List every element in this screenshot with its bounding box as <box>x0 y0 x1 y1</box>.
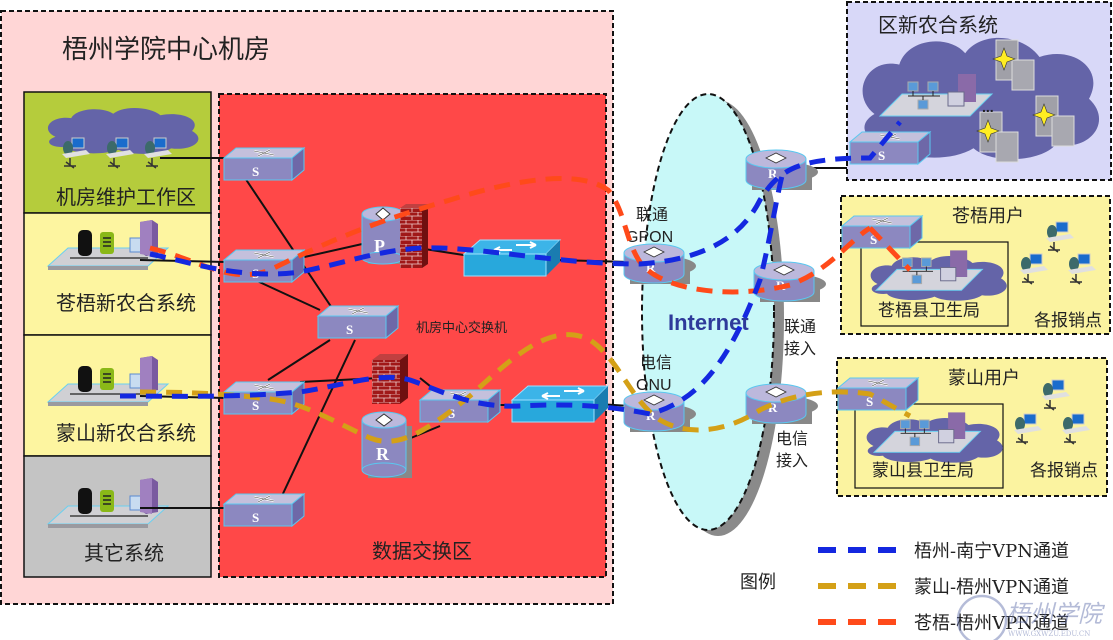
unicom-access-label-2: 接入 <box>784 339 816 358</box>
cangwu-user-switch[interactable]: S <box>841 215 923 249</box>
svg-text:S: S <box>878 148 885 163</box>
telecom-access-label-2: 接入 <box>776 451 808 470</box>
vpn-path-wuzhou-nanning-1 <box>149 120 902 277</box>
svg-text:R: R <box>376 444 390 464</box>
vpn-path-mengshan-wuzhou <box>139 332 912 444</box>
svg-text:S: S <box>252 164 259 179</box>
mengshan-switch[interactable]: S <box>223 381 305 415</box>
core-switch[interactable]: S <box>317 305 399 339</box>
cangwu-health-bureau-label: 苍梧县卫生局 <box>878 301 980 321</box>
legend-item: 梧州-南宁VPN通道 <box>818 541 1069 562</box>
mengshan-user-switch[interactable]: S <box>837 377 919 411</box>
other-system-label: 其它系统 <box>84 541 164 565</box>
vpn-path-cangwu-wuzhou <box>149 176 912 295</box>
legend-title: 图例 <box>740 572 776 593</box>
cangwu-system-label: 苍梧新农合系统 <box>56 291 196 315</box>
vpn-path-wuzhou-nanning-2 <box>119 175 785 417</box>
mengshan-system-label: 蒙山新农合系统 <box>56 421 196 445</box>
unicom-gpon-router[interactable]: R <box>623 243 697 285</box>
cangwu-system-zone <box>23 212 212 336</box>
university-seal-icon <box>956 594 1008 640</box>
mengshan-users-label: 蒙山用户 <box>948 368 1020 389</box>
telecom-access-label: 电信 <box>776 429 808 448</box>
cangwu-switch[interactable]: S <box>223 249 305 283</box>
mengshan-health-bureau-zone <box>854 403 1004 489</box>
svg-text:S: S <box>252 510 259 525</box>
maintenance-zone-label: 机房维护工作区 <box>56 185 196 209</box>
center-machine-room-title: 梧州学院中心机房 <box>62 35 270 65</box>
district-system-label: 区新农合系统 <box>878 13 998 37</box>
legend-label: 苍梧-梧州VPN通道 <box>914 613 1069 634</box>
legend-label: 梧州-南宁VPN通道 <box>914 541 1069 562</box>
svg-text:P: P <box>374 236 385 256</box>
other-switch[interactable]: S <box>223 493 305 527</box>
more-servers-ellipsis: ... <box>982 99 994 115</box>
core-switch-label: 机房中心交换机 <box>416 320 507 336</box>
district-switch[interactable]: S <box>849 131 931 165</box>
svg-text:S: S <box>866 394 873 409</box>
firewall-icon <box>400 204 428 268</box>
mengshan-outlets-label: 各报销点 <box>1030 461 1098 481</box>
unicom-access-label: 联通 <box>784 317 816 336</box>
telecom-onu-label: 电信 <box>640 353 672 372</box>
legend-label: 蒙山-梧州VPN通道 <box>914 577 1069 598</box>
cangwu-users-label: 苍梧用户 <box>952 206 1024 227</box>
svg-text:R: R <box>646 260 656 275</box>
maintenance-switch[interactable]: S <box>223 147 305 181</box>
svg-text:S: S <box>346 322 353 337</box>
telecom-onu-label-2: ONU <box>636 377 672 394</box>
telecom-onu-router[interactable]: R <box>623 391 697 433</box>
cangwu-health-bureau-zone <box>860 241 1009 327</box>
telecom-access-router[interactable]: R <box>745 383 819 425</box>
watermark-text: 梧州学院 <box>1006 600 1106 628</box>
legend-item: 苍梧-梧州VPN通道 <box>818 613 1069 634</box>
data-exchange-zone-label: 数据交换区 <box>372 539 472 563</box>
svg-text:R: R <box>768 400 778 415</box>
mengshan-health-bureau-label: 蒙山县卫生局 <box>872 461 974 481</box>
svg-text:S: S <box>870 232 877 247</box>
exchange-router[interactable]: R <box>361 411 412 478</box>
vpn-paths <box>119 120 912 444</box>
legend-item: 蒙山-梧州VPN通道 <box>818 577 1069 598</box>
unicom-gpon-label: 联通 <box>636 205 668 224</box>
svg-text:S: S <box>252 398 259 413</box>
svg-text:R: R <box>768 166 778 181</box>
watermark-url: WWW.GXWZU.EDU.CN <box>1008 630 1090 638</box>
svg-text:R: R <box>646 408 656 423</box>
unicom-gpon-label-2: GPON <box>626 229 673 246</box>
university-watermark: 梧州学院 WWW.GXWZU.EDU.CN <box>956 594 1106 640</box>
firewall-icon <box>372 354 408 404</box>
cangwu-outlets-label: 各报销点 <box>1034 311 1102 331</box>
nanning-router[interactable]: R <box>745 149 819 191</box>
